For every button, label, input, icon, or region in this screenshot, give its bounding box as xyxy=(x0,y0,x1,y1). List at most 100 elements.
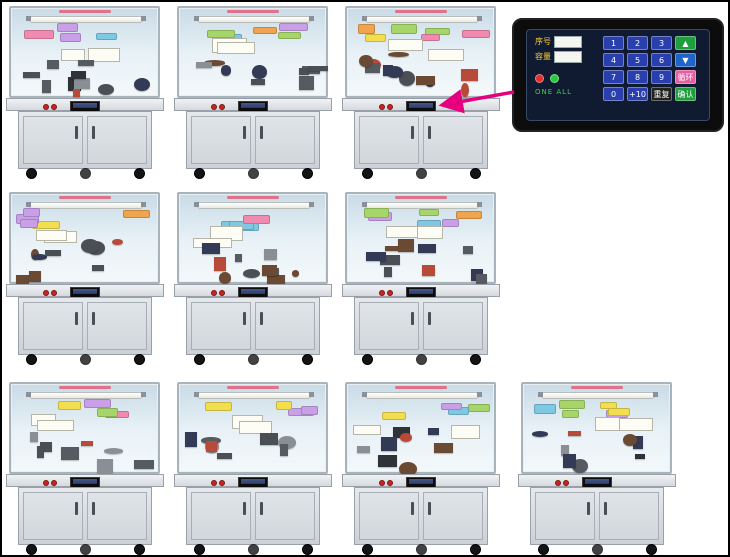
cabinet-door-left[interactable] xyxy=(359,116,419,164)
door-handle[interactable] xyxy=(243,502,246,515)
label-chip xyxy=(558,400,585,410)
keypad-key-fn[interactable]: 循环 xyxy=(675,70,696,84)
label-chip xyxy=(381,411,407,421)
equipment-cabinet-8 xyxy=(174,382,332,555)
keypad-key-7[interactable]: 7 xyxy=(603,70,624,84)
keypad-key-fn[interactable]: ▲ xyxy=(675,36,696,50)
cabinet-door-right[interactable] xyxy=(87,302,147,350)
keypad-key-4[interactable]: 4 xyxy=(603,53,624,67)
door-handle[interactable] xyxy=(92,126,95,139)
cabinet-door-left[interactable] xyxy=(359,302,419,350)
component-part xyxy=(298,67,309,75)
keypad-key-2[interactable]: 2 xyxy=(627,36,648,50)
door-handle[interactable] xyxy=(411,126,414,139)
component-part xyxy=(81,440,94,446)
door-handle[interactable] xyxy=(260,502,263,515)
desktop xyxy=(174,98,332,112)
power-button[interactable] xyxy=(51,104,57,110)
display-board xyxy=(9,382,160,474)
cabinet-door-left[interactable] xyxy=(23,492,83,540)
power-button[interactable] xyxy=(219,480,225,486)
cabinet-door-left[interactable] xyxy=(191,116,251,164)
keypad-key-fn[interactable]: 重复 xyxy=(651,87,672,101)
board-title-text xyxy=(58,386,111,389)
power-button[interactable] xyxy=(43,104,49,110)
door-handle[interactable] xyxy=(604,502,607,515)
power-button[interactable] xyxy=(379,104,385,110)
cabinet-door-right[interactable] xyxy=(255,116,315,164)
keypad-key-+10[interactable]: +10 xyxy=(627,87,648,101)
label-chip xyxy=(300,405,318,416)
power-button[interactable] xyxy=(211,290,217,296)
power-button[interactable] xyxy=(211,480,217,486)
keypad-key-fn[interactable]: 确认 xyxy=(675,87,696,101)
keypad-key-0[interactable]: 0 xyxy=(603,87,624,101)
cabinet-door-right[interactable] xyxy=(423,116,483,164)
component-part xyxy=(259,433,279,446)
door-handle[interactable] xyxy=(75,502,78,515)
power-button[interactable] xyxy=(555,480,561,486)
label-chip xyxy=(461,29,490,38)
cabinet-door-left[interactable] xyxy=(359,492,419,540)
label-chip xyxy=(607,407,631,416)
component-part xyxy=(36,446,44,458)
power-button[interactable] xyxy=(563,480,569,486)
door-handle[interactable] xyxy=(587,502,590,515)
board-title-text xyxy=(394,386,447,389)
door-handle[interactable] xyxy=(92,502,95,515)
cabinet-door-left[interactable] xyxy=(23,302,83,350)
label-chip xyxy=(57,23,78,32)
cabinet-door-right[interactable] xyxy=(87,492,147,540)
door-handle[interactable] xyxy=(411,502,414,515)
cabinet-door-right[interactable] xyxy=(87,116,147,164)
indicator-lights xyxy=(535,74,593,83)
cabinet-door-right[interactable] xyxy=(599,492,659,540)
power-button[interactable] xyxy=(211,104,217,110)
power-button[interactable] xyxy=(43,290,49,296)
caster-wheel xyxy=(248,354,259,365)
power-button[interactable] xyxy=(219,290,225,296)
keypad-key-8[interactable]: 8 xyxy=(627,70,648,84)
power-button[interactable] xyxy=(219,104,225,110)
desktop xyxy=(174,474,332,488)
cabinet-door-right[interactable] xyxy=(423,492,483,540)
power-button[interactable] xyxy=(51,290,57,296)
power-button[interactable] xyxy=(379,480,385,486)
door-handle[interactable] xyxy=(260,312,263,325)
door-handle[interactable] xyxy=(428,502,431,515)
component-part xyxy=(279,444,288,457)
info-card xyxy=(427,49,465,62)
component-part xyxy=(39,442,53,452)
readout-label-rongliang: 容量 xyxy=(535,52,551,61)
door-handle[interactable] xyxy=(92,312,95,325)
power-button[interactable] xyxy=(387,480,393,486)
cabinet-door-right[interactable] xyxy=(255,492,315,540)
cabinet-door-right[interactable] xyxy=(255,302,315,350)
component-part xyxy=(185,431,198,447)
keypad-key-1[interactable]: 1 xyxy=(603,36,624,50)
door-handle[interactable] xyxy=(75,312,78,325)
cabinet-door-right[interactable] xyxy=(423,302,483,350)
power-button[interactable] xyxy=(379,290,385,296)
cabinet-door-left[interactable] xyxy=(191,302,251,350)
door-handle[interactable] xyxy=(243,312,246,325)
keypad-key-6[interactable]: 6 xyxy=(651,53,672,67)
cabinet-door-left[interactable] xyxy=(535,492,595,540)
door-handle[interactable] xyxy=(243,126,246,139)
door-handle[interactable] xyxy=(411,312,414,325)
door-handle[interactable] xyxy=(428,126,431,139)
power-button[interactable] xyxy=(387,104,393,110)
power-button[interactable] xyxy=(387,290,393,296)
power-button[interactable] xyxy=(51,480,57,486)
keypad-key-9[interactable]: 9 xyxy=(651,70,672,84)
door-handle[interactable] xyxy=(428,312,431,325)
door-handle[interactable] xyxy=(260,126,263,139)
keypad-key-3[interactable]: 3 xyxy=(651,36,672,50)
power-button[interactable] xyxy=(43,480,49,486)
cabinet-door-left[interactable] xyxy=(191,492,251,540)
door-handle[interactable] xyxy=(75,126,78,139)
component-part xyxy=(96,458,113,473)
keypad-key-5[interactable]: 5 xyxy=(627,53,648,67)
keypad-key-fn[interactable]: ▼ xyxy=(675,53,696,67)
cabinet-door-left[interactable] xyxy=(23,116,83,164)
